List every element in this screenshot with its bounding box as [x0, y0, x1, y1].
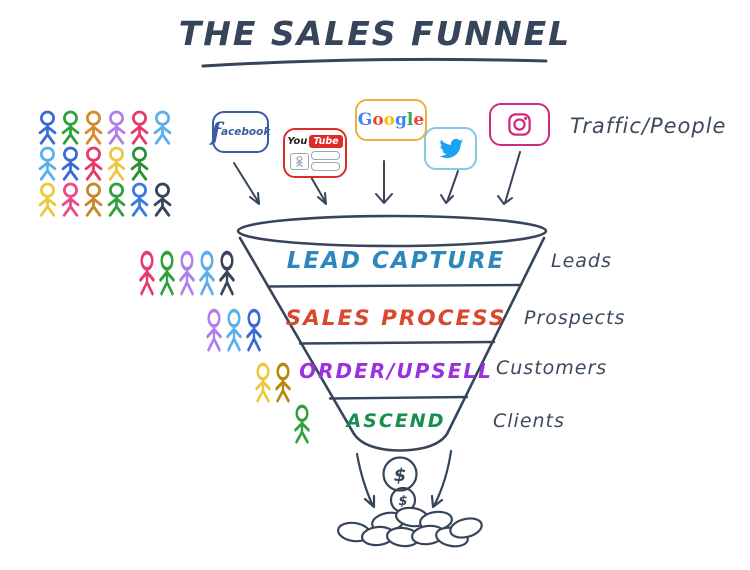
person-icon [84, 110, 103, 145]
youtube-channel-icon [290, 152, 309, 170]
funnel-divider-3 [328, 395, 469, 400]
stage-people-prospects [204, 308, 264, 352]
google-logo-letter: g [395, 110, 407, 130]
google-logo-letter: e [413, 110, 425, 130]
google-logo-letter: o [383, 110, 396, 130]
person-icon [294, 404, 310, 444]
stage-people-leads [137, 250, 237, 296]
instagram-icon [489, 103, 550, 146]
google-logo-letter: l [406, 110, 414, 130]
person-icon [275, 362, 291, 403]
funnel-output-arrows [355, 449, 453, 509]
person-icon [255, 362, 271, 403]
coin-dollar-sign: $ [398, 494, 407, 509]
person-icon [61, 110, 80, 145]
google-icon: Google [355, 99, 427, 141]
title-underline [201, 57, 548, 68]
side-label-clients: Clients [493, 410, 565, 432]
side-label-prospects: Prospects [524, 307, 626, 329]
person-icon [38, 146, 57, 181]
facebook-logo-f: f [210, 117, 221, 146]
side-label-customers: Customers [496, 357, 608, 379]
dollar-coin-icon: $ [382, 456, 418, 492]
person-icon [139, 250, 155, 296]
youtube-list-lines [311, 151, 340, 171]
page-title: THE SALES FUNNEL [178, 14, 572, 53]
person-icon [206, 308, 222, 352]
traffic-people-label: Traffic/People [570, 114, 727, 138]
youtube-logo-tube: Tube [309, 135, 343, 148]
person-icon [219, 250, 235, 296]
person-icon [107, 146, 126, 181]
person-icon [84, 182, 103, 217]
funnel-divider-2 [298, 340, 496, 345]
person-icon [38, 182, 57, 217]
side-label-leads: Leads [551, 250, 612, 272]
stage-people-customers [253, 362, 293, 403]
stage-label-ascend: ASCEND [346, 410, 446, 432]
person-icon [38, 110, 57, 145]
youtube-icon: You Tube [283, 128, 347, 178]
person-icon [199, 250, 215, 296]
person-icon [61, 146, 80, 181]
youtube-logo-you: You [287, 136, 308, 147]
coin-pile [337, 506, 483, 548]
stage-label-lead-capture: LEAD CAPTURE [286, 248, 506, 274]
person-icon [130, 182, 149, 217]
stage-label-sales-process: SALES PROCESS [285, 306, 507, 331]
person-icon [179, 250, 195, 296]
person-icon [107, 182, 126, 217]
coin-icon [449, 517, 483, 539]
person-icon [84, 146, 103, 181]
facebook-logo-text: acebook [220, 126, 271, 138]
person-icon [226, 308, 242, 352]
coin-dollar-sign: $ [394, 465, 407, 486]
crowd-row [36, 146, 186, 182]
funnel-outline [236, 214, 548, 452]
stage-people-clients [292, 404, 312, 444]
instagram-camera-icon [508, 113, 531, 136]
google-logo-letter: G [357, 110, 373, 130]
person-icon [246, 308, 262, 352]
funnel-divider-1 [266, 283, 523, 288]
person-icon [159, 250, 175, 296]
twitter-icon [424, 127, 477, 170]
traffic-crowd [36, 110, 186, 218]
person-icon [295, 155, 304, 167]
icons-to-funnel-arrows [233, 151, 521, 205]
google-logo-text: Google [358, 110, 424, 130]
crowd-row [36, 110, 186, 146]
twitter-bird-icon [438, 138, 463, 159]
person-icon [153, 182, 172, 217]
person-icon [61, 182, 80, 217]
person-icon [130, 110, 149, 145]
crowd-row [36, 182, 186, 218]
google-logo-letter: o [372, 110, 384, 130]
person-icon [130, 146, 149, 181]
person-icon [107, 110, 126, 145]
stage-label-order-upsell: ORDER/UPSELL [299, 359, 493, 383]
person-icon [153, 110, 172, 145]
